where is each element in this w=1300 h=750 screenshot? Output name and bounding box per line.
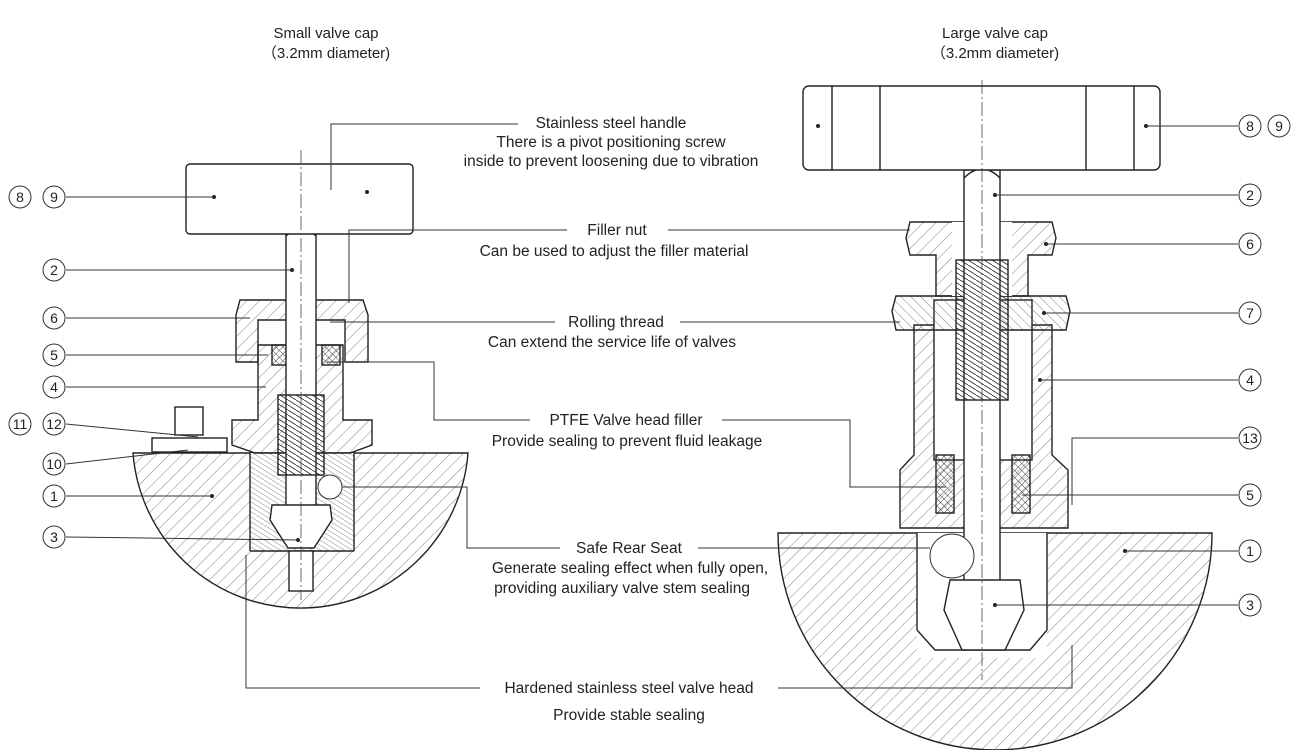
left-callouts: 8 9 2 6 5 4 11 12 10 1 3 [8, 185, 66, 549]
label-rear-3: providing auxiliary valve stem sealing [494, 580, 750, 597]
right-callout-13: 13 [1238, 426, 1262, 450]
left-callout-10: 10 [42, 452, 66, 476]
svg-text:12: 12 [46, 416, 62, 432]
left-title: Small valve cap [273, 25, 378, 42]
left-callout-6: 6 [42, 306, 66, 330]
left-callout-1: 1 [42, 484, 66, 508]
svg-text:5: 5 [1246, 487, 1254, 503]
label-head-2: Provide stable sealing [553, 707, 705, 724]
svg-text:8: 8 [16, 189, 24, 205]
right-valve-drawing [777, 80, 1213, 750]
label-handle-2: There is a pivot positioning screw [496, 134, 726, 151]
left-callout-12: 12 [42, 412, 66, 436]
left-callout-11: 11 [8, 412, 32, 436]
svg-text:4: 4 [1246, 372, 1254, 388]
left-callout-9: 9 [42, 185, 66, 209]
label-rear-1: Safe Rear Seat [576, 540, 683, 557]
svg-text:10: 10 [46, 456, 62, 472]
left-filler-nut [235, 299, 369, 363]
svg-text:2: 2 [50, 262, 58, 278]
left-callout-3: 3 [42, 525, 66, 549]
svg-text:8: 8 [1246, 118, 1254, 134]
svg-text:11: 11 [13, 416, 28, 432]
right-callout-6: 6 [1238, 232, 1262, 256]
svg-text:2: 2 [1246, 187, 1254, 203]
svg-text:7: 7 [1246, 305, 1254, 321]
svg-text:9: 9 [1275, 118, 1283, 134]
right-callout-2: 2 [1238, 183, 1262, 207]
leader-lines [65, 123, 1238, 689]
svg-text:6: 6 [50, 310, 58, 326]
label-handle-1: Stainless steel handle [536, 115, 687, 132]
svg-text:1: 1 [50, 488, 58, 504]
right-title: Large valve cap [942, 25, 1048, 42]
left-handle [185, 163, 414, 235]
label-filler-2: Can be used to adjust the filler materia… [480, 243, 749, 260]
right-callout-3: 3 [1238, 593, 1262, 617]
svg-text:4: 4 [50, 379, 58, 395]
right-callout-5: 5 [1238, 483, 1262, 507]
label-filler-1: Filler nut [587, 222, 647, 239]
right-handle [802, 85, 1161, 171]
svg-text:13: 13 [1242, 430, 1258, 446]
label-ptfe-1: PTFE Valve head filler [549, 412, 702, 429]
label-rear-2: Generate sealing effect when fully open, [492, 560, 768, 577]
left-callout-8: 8 [8, 185, 32, 209]
svg-text:6: 6 [1246, 236, 1254, 252]
svg-text:9: 9 [50, 189, 58, 205]
svg-text:3: 3 [1246, 597, 1254, 613]
right-valve-head [943, 579, 1025, 651]
svg-text:3: 3 [50, 529, 58, 545]
label-head-1: Hardened stainless steel valve head [504, 680, 753, 697]
right-callouts: 8 9 2 6 7 4 13 5 1 3 [1238, 114, 1291, 617]
label-rolling-2: Can extend the service life of valves [488, 334, 736, 351]
left-callout-2: 2 [42, 258, 66, 282]
center-annotations: Stainless steel handle There is a pivot … [464, 115, 769, 724]
right-callout-8: 8 [1238, 114, 1262, 138]
left-callout-4: 4 [42, 375, 66, 399]
right-callout-7: 7 [1238, 301, 1262, 325]
left-subtitle: （3.2mm diameter) [262, 45, 390, 62]
label-ptfe-2: Provide sealing to prevent fluid leakage [492, 433, 763, 450]
label-rolling-1: Rolling thread [568, 314, 664, 331]
svg-text:1: 1 [1246, 543, 1254, 559]
label-handle-3: inside to prevent loosening due to vibra… [464, 153, 759, 170]
svg-text:5: 5 [50, 347, 58, 363]
right-callout-1: 1 [1238, 539, 1262, 563]
right-subtitle: （3.2mm diameter) [931, 45, 1059, 62]
right-callout-9: 9 [1267, 114, 1291, 138]
left-valve-drawing [132, 150, 469, 609]
left-callout-5: 5 [42, 343, 66, 367]
right-callout-4: 4 [1238, 368, 1262, 392]
